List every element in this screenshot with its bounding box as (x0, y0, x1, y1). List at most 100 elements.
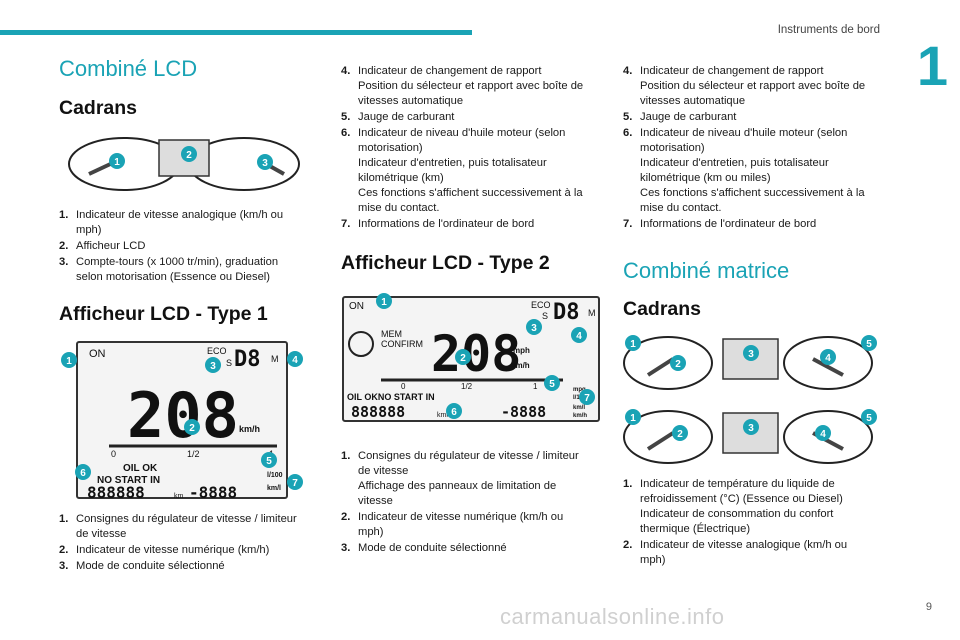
item-number: 2. (341, 511, 351, 523)
item-text-line: Indicateur de vitesse analogique (km/h o… (640, 539, 848, 551)
list-item: 5.Jauge de carburant (341, 110, 606, 125)
item-text-line: Indicateur de changement de rapport (358, 65, 542, 77)
svg-text:0: 0 (401, 382, 406, 391)
list-item: 1.Consignes du régulateur de vitesse / l… (341, 449, 606, 509)
item-text-line: Informations de l'ordinateur de bord (640, 218, 817, 230)
item-text-line: mph) (640, 554, 666, 566)
svg-text:2: 2 (189, 423, 195, 434)
svg-text:mpg: mpg (573, 387, 586, 393)
svg-text:MEM: MEM (381, 329, 402, 339)
svg-text:mph: mph (513, 346, 530, 355)
item-number: 3. (59, 256, 69, 268)
type1-list: 1.Consignes du régulateur de vitesse / l… (59, 512, 324, 574)
list-item: 2.Afficheur LCD (59, 239, 324, 254)
list-item: 2.Indicateur de vitesse analogique (km/h… (623, 538, 888, 568)
page-number: 9 (925, 601, 932, 613)
item-number: 2. (59, 240, 69, 252)
svg-text:5: 5 (266, 456, 272, 467)
matrix-list: 1.Indicateur de température du liquide d… (623, 477, 888, 568)
section-title: Instruments de bord (777, 24, 880, 36)
svg-text:208: 208 (431, 325, 521, 383)
list-item: 1. Indicateur de vitesse analogique (km/h… (59, 208, 324, 238)
svg-text:OIL OK: OIL OK (123, 463, 158, 474)
item-number: 1. (59, 209, 69, 221)
header-accent-bar (0, 30, 472, 35)
item-text-line: kilométrique (km ou miles) (640, 172, 771, 184)
cadrans-list: 1. Indicateur de vitesse analogique (km/h… (59, 208, 324, 285)
item-text-line: vitesses automatique (358, 95, 464, 107)
svg-text:3: 3 (210, 361, 216, 372)
item-text-line: mph) (76, 224, 102, 236)
item-text-line: de vitesse (358, 465, 409, 477)
list-item: 3.Compte-tours (x 1000 tr/min), graduati… (59, 255, 324, 285)
item-text-line: Indicateur de consommation du confort (640, 508, 834, 520)
item-text-line: Indicateur de niveau d'huile moteur (sel… (358, 127, 566, 139)
item-text-line: Indicateur de vitesse analogique (km/h o… (76, 209, 284, 221)
svg-text:ECO: ECO (207, 346, 227, 356)
item-text-line: Indicateur de niveau d'huile moteur (sel… (640, 127, 848, 139)
svg-text:208: 208 (127, 379, 239, 452)
list-item: 5.Jauge de carburant (623, 110, 888, 125)
svg-text:4: 4 (820, 429, 826, 440)
svg-text:1/2: 1/2 (461, 382, 473, 391)
list-item: 3. Mode de conduite sélectionné (59, 559, 324, 574)
svg-text:-8888: -8888 (189, 483, 237, 500)
item-number: 7. (341, 218, 351, 230)
item-text-line: mph) (358, 526, 384, 538)
matrix-cadrans-heading: Cadrans (623, 298, 702, 320)
list-item: 1.Indicateur de température du liquide d… (623, 477, 888, 537)
item-text-line: Indicateur d'entretien, puis totalisateu… (358, 157, 547, 169)
svg-text:1: 1 (533, 382, 538, 391)
item-text-line: Mode de conduite sélectionné (76, 560, 225, 572)
svg-text:km/h: km/h (573, 413, 587, 419)
item-text-line: Indicateur de vitesse numérique (km/h ou (358, 511, 564, 523)
svg-text:km/l: km/l (573, 405, 585, 411)
item-number: 3. (59, 560, 69, 572)
svg-text:4: 4 (825, 353, 831, 364)
svg-text:3: 3 (748, 349, 754, 360)
item-number: 1. (341, 450, 351, 462)
item-text-line: Informations de l'ordinateur de bord (358, 218, 535, 230)
svg-text:S: S (542, 311, 548, 321)
lcd-type1-figure: ON ECO S D8 M 208 km/h 0 1/2 1 OIL OK NO… (59, 340, 324, 500)
item-number: 3. (341, 542, 351, 554)
svg-text:km/l: km/l (267, 485, 281, 492)
svg-text:3: 3 (748, 423, 754, 434)
matrix-title: Combiné matrice (623, 258, 790, 283)
item-text-line: kilométrique (km) (358, 172, 444, 184)
type1-heading: Afficheur LCD - Type 1 (59, 303, 268, 325)
item-text-line: Consignes du régulateur de vitesse / lim… (76, 513, 297, 525)
svg-text:0: 0 (111, 449, 116, 459)
svg-text:5: 5 (866, 413, 872, 424)
svg-text:1: 1 (381, 297, 387, 308)
type2-heading: Afficheur LCD - Type 2 (341, 252, 550, 274)
svg-text:7: 7 (292, 478, 298, 489)
svg-text:ON: ON (89, 348, 106, 360)
svg-text:2: 2 (675, 359, 681, 370)
svg-text:M: M (271, 354, 279, 364)
list-item: 3.Mode de conduite sélectionné (341, 541, 606, 556)
svg-text:km/h: km/h (239, 424, 260, 434)
svg-text:4: 4 (576, 331, 582, 342)
svg-text:OIL OKNO START IN: OIL OKNO START IN (347, 392, 435, 402)
item-text-line: de vitesse (76, 528, 127, 540)
item-text-line: Indicateur de vitesse numérique (km/h) (76, 544, 270, 556)
category-title: Combiné LCD (59, 56, 198, 81)
list-item: 7.Informations de l'ordinateur de bord (623, 217, 888, 232)
item-text-line: Indicateur de température du liquide de (640, 478, 835, 490)
svg-text:km/h: km/h (511, 361, 530, 370)
item-text-line: Indicateur de changement de rapport (640, 65, 824, 77)
svg-text:l/100: l/100 (267, 472, 283, 479)
svg-text:1: 1 (630, 413, 636, 424)
item-text-line: thermique (Électrique) (640, 523, 751, 535)
svg-text:1: 1 (630, 339, 636, 350)
list-item: 6.Indicateur de niveau d'huile moteur (s… (341, 126, 606, 216)
svg-text:5: 5 (866, 339, 872, 350)
item-number: 5. (623, 111, 633, 123)
